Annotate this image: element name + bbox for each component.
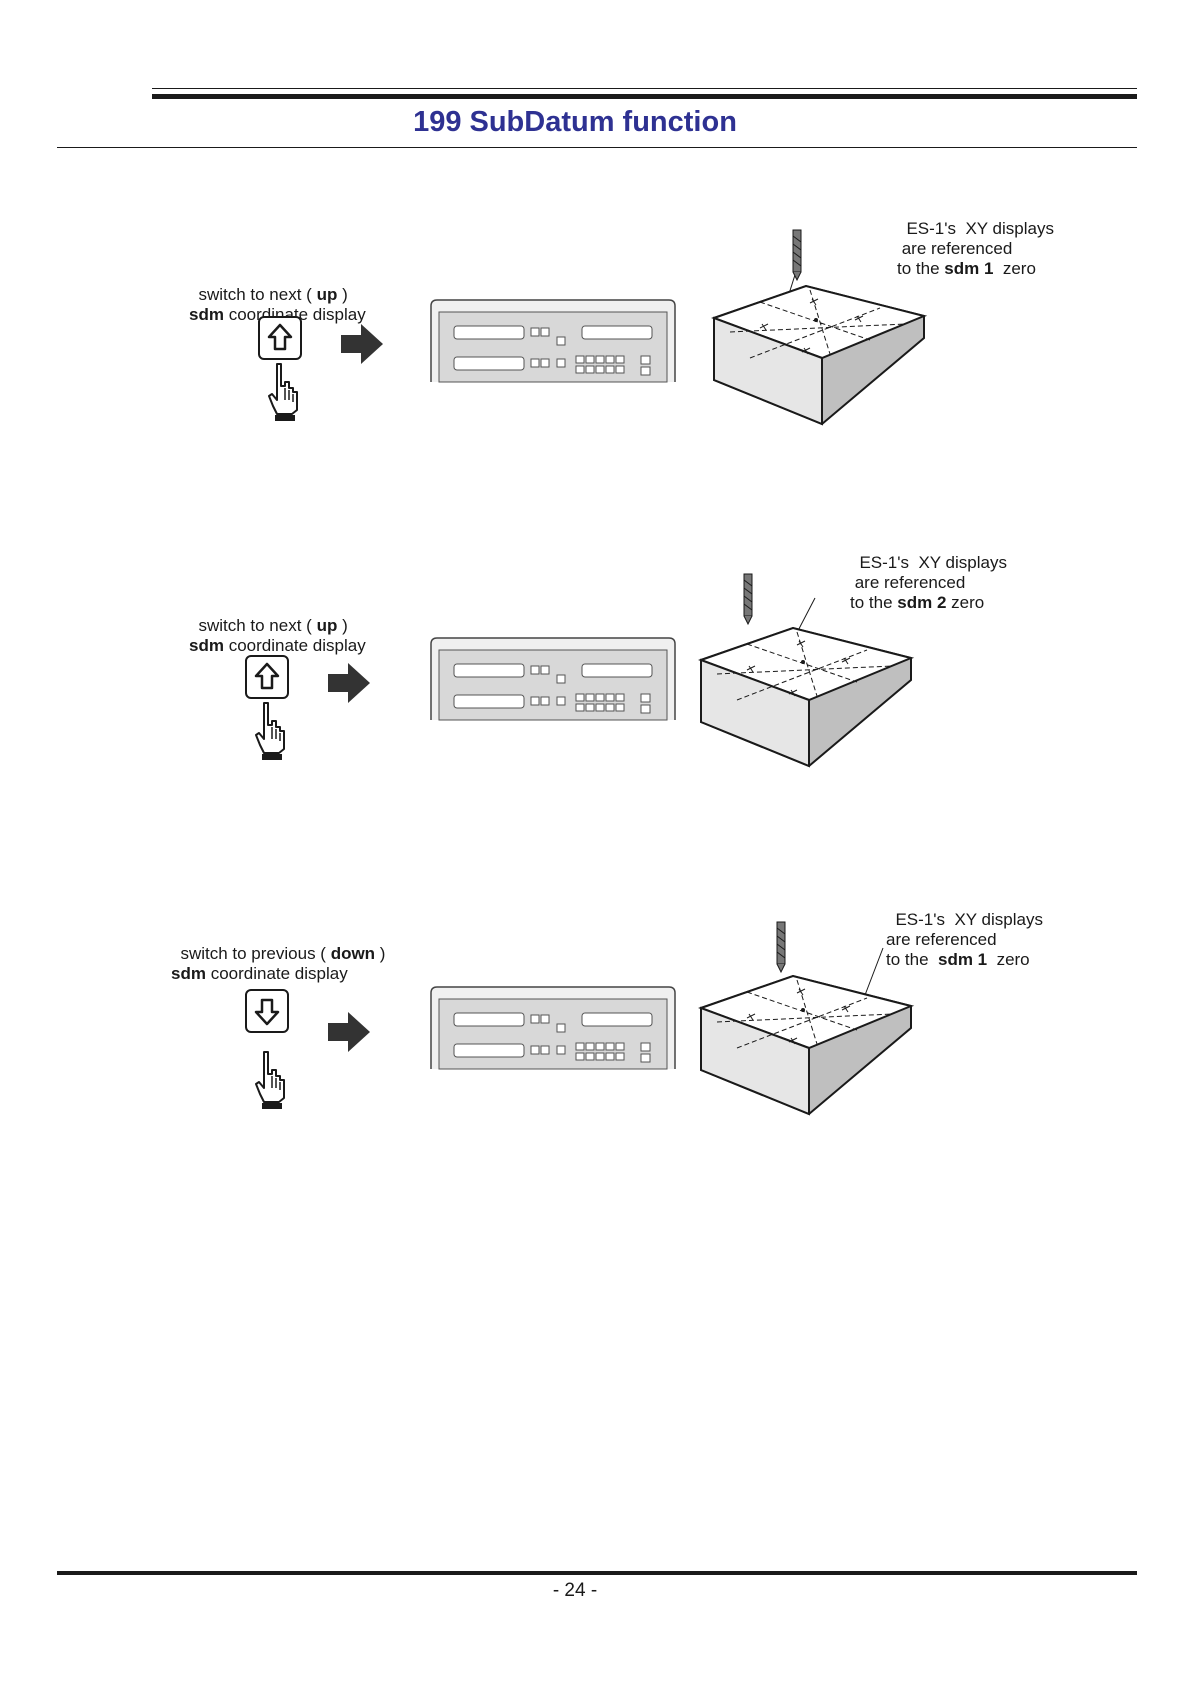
step-2-instruction: switch to next ( up )sdm coordinate disp… bbox=[189, 616, 366, 655]
pointing-hand-icon bbox=[268, 363, 298, 421]
header-bottom-rule bbox=[57, 147, 1137, 148]
footer-rule bbox=[57, 1571, 1137, 1575]
header-thin-rule bbox=[152, 88, 1137, 89]
step-3-right-arrow-icon bbox=[328, 1012, 370, 1052]
drill-bit-icon bbox=[743, 573, 753, 626]
header-thick-rule bbox=[152, 94, 1137, 99]
drill-bit-icon bbox=[792, 229, 802, 282]
page-number: - 24 - bbox=[552, 1580, 598, 1601]
step-2-readout-panel bbox=[430, 637, 676, 721]
pointing-hand-icon bbox=[255, 702, 285, 760]
page-title: 199 SubDatum function bbox=[413, 106, 737, 138]
step-3-workpiece-diagram bbox=[698, 921, 915, 1116]
up-arrow-key-icon bbox=[245, 655, 289, 699]
step-1-instruction: switch to next ( up )sdm coordinate disp… bbox=[189, 285, 366, 324]
step-3-readout-panel bbox=[430, 986, 676, 1070]
step-1-readout-panel bbox=[430, 299, 676, 383]
pointing-hand-icon bbox=[255, 1051, 285, 1109]
step-2-workpiece-diagram bbox=[698, 573, 915, 768]
step-1-right-arrow-icon bbox=[341, 324, 383, 364]
down-arrow-key-icon bbox=[245, 989, 289, 1033]
drill-bit-icon bbox=[776, 921, 786, 974]
step-3-instruction: switch to previous ( down )sdm coordinat… bbox=[171, 944, 386, 983]
up-arrow-key-icon bbox=[258, 316, 302, 360]
step-2-right-arrow-icon bbox=[328, 663, 370, 703]
step-1-workpiece-diagram bbox=[711, 229, 928, 426]
